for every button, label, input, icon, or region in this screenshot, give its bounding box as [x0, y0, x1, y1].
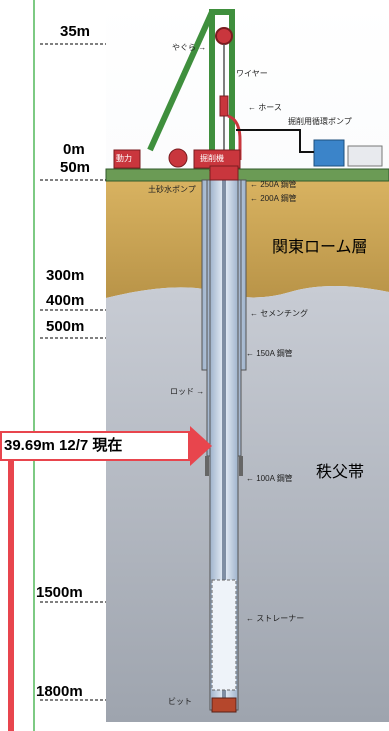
pump-label: 掘削用循環ポンプ [288, 117, 352, 126]
rod-line [222, 180, 226, 700]
depth-label-400m: 400m [46, 292, 85, 309]
pipe-200a-label: ← 200A 鋼管 [250, 194, 297, 203]
pipe-line [236, 129, 314, 153]
kanto-loam-layer [106, 178, 389, 298]
drilling-machine-label: 掘削機 [200, 154, 224, 163]
pipe-150a-label: ← 150A 鋼管 [246, 349, 293, 358]
current-depth-arrow [190, 426, 212, 466]
yagura-label: やぐら → [172, 43, 207, 52]
cementing-label: ← セメンチング [250, 309, 309, 318]
strainer-section [211, 579, 237, 691]
current-status-banner: 39.69m 12/7 現在 [0, 431, 190, 461]
progress-bar [8, 461, 14, 731]
hose-label: ← ホース [248, 103, 282, 112]
motor-box [113, 149, 141, 169]
pipe-250a-label: ← 250A 鋼管 [250, 180, 297, 189]
depth-label-1800m: 1800m [36, 683, 83, 700]
slurry-pump-icon [209, 165, 239, 181]
circulation-pump-icon [313, 139, 345, 167]
bit-icon [211, 697, 237, 713]
pipe-joint-left [205, 456, 209, 476]
pulley-icon [215, 27, 233, 45]
chichibu-rock-layer [106, 286, 389, 722]
pipe-joint-right [239, 456, 243, 476]
depth-label-300m: 300m [46, 267, 85, 284]
wire-label: ワイヤー [236, 69, 268, 78]
pump-motor-icon [347, 145, 383, 167]
depth-label-50m: 50m [60, 159, 91, 176]
strainer-label: ← ストレーナー [246, 614, 305, 623]
drilling-tower [147, 9, 242, 171]
depth-label-500m: 500m [46, 318, 85, 335]
rod-label: ロッド → [170, 387, 205, 396]
hose-line [227, 114, 242, 160]
gear-icon [168, 148, 188, 168]
depth-label-1500m: 1500m [36, 584, 83, 601]
kanto-loam-label: 関東ローム層 [272, 239, 368, 256]
pipe-100a-label: ← 100A 鋼管 [246, 474, 293, 483]
depth-marker-lines [40, 43, 106, 701]
bit-label: ビット [168, 697, 192, 706]
slurry-pump-label: 土砂水ポンプ [148, 185, 196, 194]
chichibu-label: 秩父帯 [316, 464, 365, 481]
depth-label-35m: 35m [60, 23, 91, 40]
motor-label: 動力 [116, 154, 132, 163]
ground-platform [105, 168, 389, 182]
depth-label-0m: 0m [63, 141, 85, 158]
swivel-icon [219, 95, 229, 117]
